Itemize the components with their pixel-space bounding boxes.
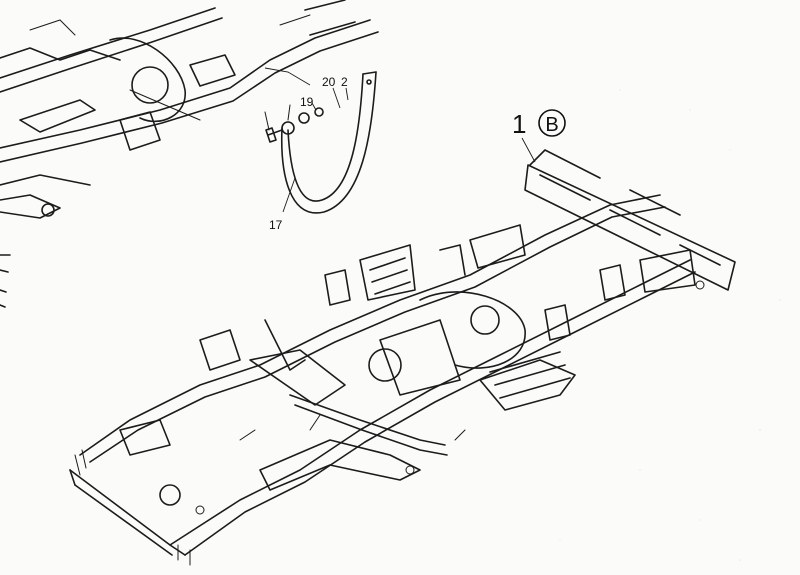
leader-item-17 [282,177,296,213]
callout-1-variant-circle [538,109,566,137]
main-chassis-frame [69,149,736,566]
callout-20: 20 [322,75,336,89]
partial-chassis-frame [0,0,379,308]
strap-bracket [287,73,364,202]
leader-strap-top [264,67,311,86]
callout-17: 17 [269,218,283,232]
paper-texture [559,89,781,561]
leader-item-1 [521,137,536,163]
bolt [265,127,283,143]
spacer [281,121,295,135]
callout-1-variant: B [545,114,558,136]
leader-item-20 [332,87,341,109]
callout-1: 1 [512,109,526,139]
callouts: 1 B 20 2 19 17 [269,75,566,232]
washer [298,112,310,124]
leader-item-19 [311,102,317,111]
callout-2: 2 [341,75,348,89]
leader-lines [264,67,536,213]
strap-bracket-assembly [264,71,377,214]
nut [314,107,324,117]
callout-19: 19 [300,95,314,109]
leader-item-2 [345,87,349,101]
